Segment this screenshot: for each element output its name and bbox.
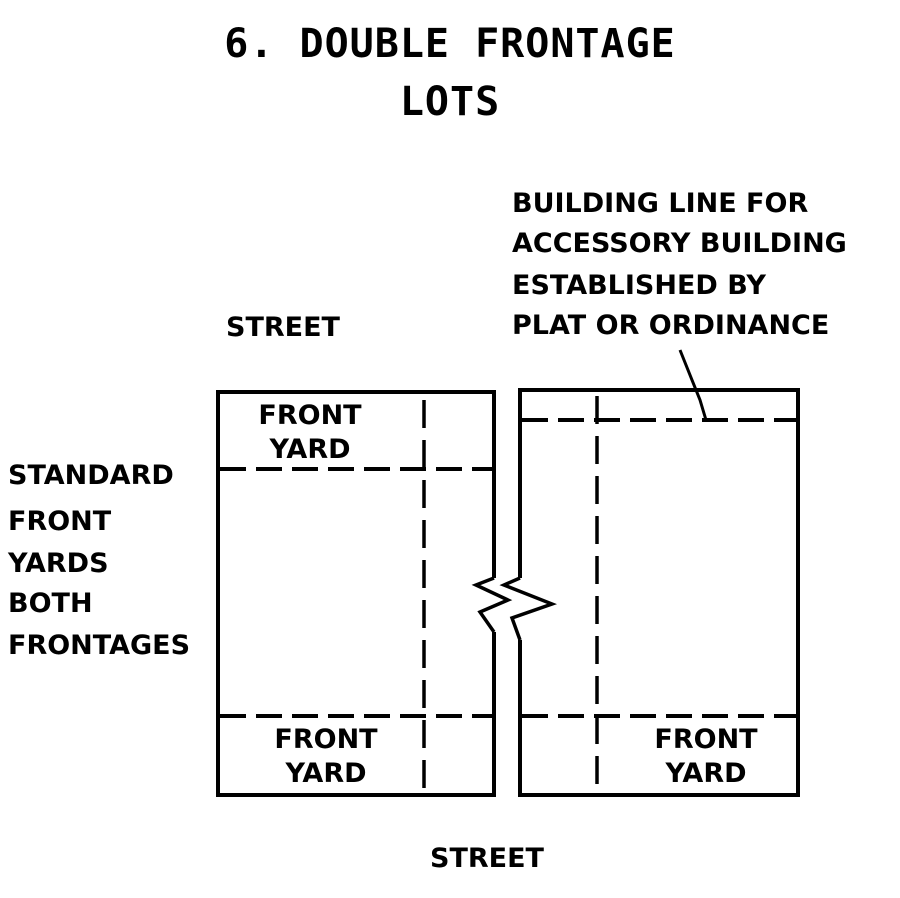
building-line-note-1: BUILDING LINE FOR <box>512 188 809 219</box>
right-lot-outline <box>518 388 800 797</box>
standard-front-yards-2: FRONT <box>8 506 112 537</box>
building-line-note-3: ESTABLISHED BY <box>512 270 766 301</box>
building-line-note-2: ACCESSORY BUILDING <box>512 228 847 259</box>
building-line-leader <box>678 349 708 421</box>
standard-front-yards-3: YARDS <box>8 548 109 579</box>
street-label-top: STREET <box>226 312 340 343</box>
left-lot-top-yard-label-2: YARD <box>269 434 351 465</box>
standard-front-yards-5: FRONTAGES <box>8 630 191 661</box>
left-break-symbol <box>471 576 513 634</box>
left-lot-outline <box>216 390 496 797</box>
left-lot-top-yard-label-1: FRONT <box>258 400 362 431</box>
left-lot-bottom-yard-label-1: FRONT <box>274 724 378 755</box>
right-lot-bottom-yard-label-1: FRONT <box>654 724 758 755</box>
diagram-title-line-1: 6. DOUBLE FRONTAGE <box>224 21 676 67</box>
standard-front-yards-1: STANDARD <box>8 460 174 491</box>
left-lot-bottom-yard-label-2: YARD <box>285 758 367 789</box>
right-lot-bottom-yard-label-2: YARD <box>665 758 747 789</box>
street-label-bottom: STREET <box>430 843 544 874</box>
building-line-note-4: PLAT OR ORDINANCE <box>512 310 830 341</box>
standard-front-yards-4: BOTH <box>8 588 93 619</box>
diagram-title-line-2: LOTS <box>399 79 501 125</box>
right-break-symbol <box>499 576 558 641</box>
